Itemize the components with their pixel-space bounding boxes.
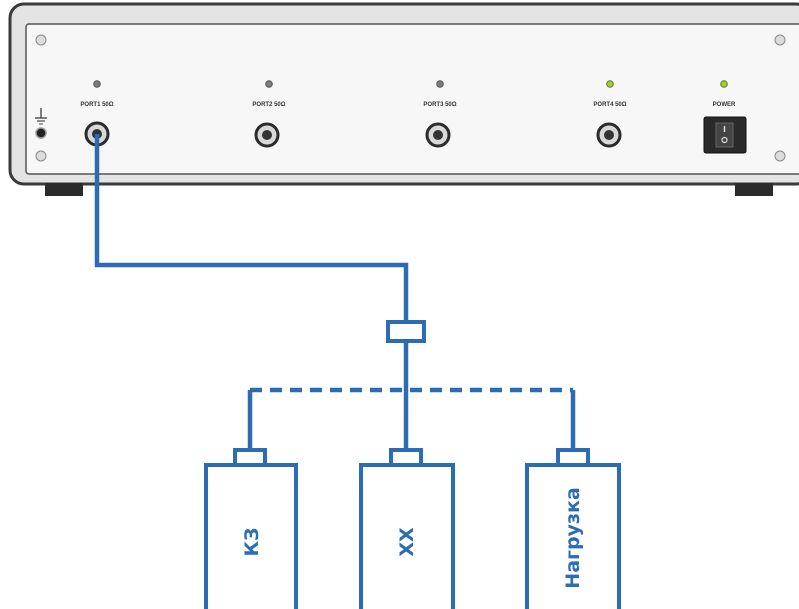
device-foot-right <box>735 183 773 196</box>
cable-connector <box>386 320 426 343</box>
standard-open-connector <box>389 448 423 467</box>
port-2-led <box>265 80 273 88</box>
power-section: POWER <box>703 80 747 154</box>
port-3: PORT3 50Ω <box>423 80 457 148</box>
screw-icon <box>774 34 786 46</box>
standard-short-connector <box>233 448 267 467</box>
device-front-panel <box>25 23 799 175</box>
port-4: PORT4 50Ω <box>593 80 627 148</box>
analyzer-device: PORT1 50Ω PORT2 50Ω PORT3 50Ω PORT4 50Ω <box>8 2 799 196</box>
connector-center <box>262 130 272 140</box>
standard-short: КЗ <box>204 448 298 609</box>
standard-short-body[interactable] <box>204 463 298 609</box>
standard-open: ХХ <box>359 448 455 609</box>
screw-icon <box>35 150 47 162</box>
power-rocker <box>715 122 734 148</box>
standard-load: Нагрузка <box>525 448 621 609</box>
port-3-label: PORT3 50Ω <box>423 102 456 108</box>
port-4-label: PORT4 50Ω <box>593 102 626 108</box>
standard-load-connector <box>556 448 590 467</box>
port-1-led <box>93 80 101 88</box>
ground-icon <box>35 108 47 125</box>
standard-load-body[interactable] <box>525 463 621 609</box>
power-off-mark <box>721 136 728 144</box>
ground-jack[interactable] <box>35 127 47 139</box>
power-led <box>720 80 728 88</box>
connector-center <box>433 130 443 140</box>
standard-short-label: КЗ <box>241 527 263 556</box>
cable <box>94 134 576 450</box>
port-2: PORT2 50Ω <box>252 80 286 148</box>
screw-icon <box>774 150 786 162</box>
standard-open-label: ХХ <box>396 527 418 557</box>
port-4-led <box>606 80 614 88</box>
port-2-label: PORT2 50Ω <box>252 102 285 108</box>
connector-center <box>604 130 614 140</box>
screw-icon <box>35 34 47 46</box>
port-3-led <box>436 80 444 88</box>
standard-open-body[interactable] <box>359 463 455 609</box>
cable-path <box>94 134 409 322</box>
device-foot-left <box>45 183 83 196</box>
power-label: POWER <box>713 102 736 108</box>
standard-load-label: Нагрузка <box>562 487 584 588</box>
port-1-label: PORT1 50Ω <box>80 102 113 108</box>
